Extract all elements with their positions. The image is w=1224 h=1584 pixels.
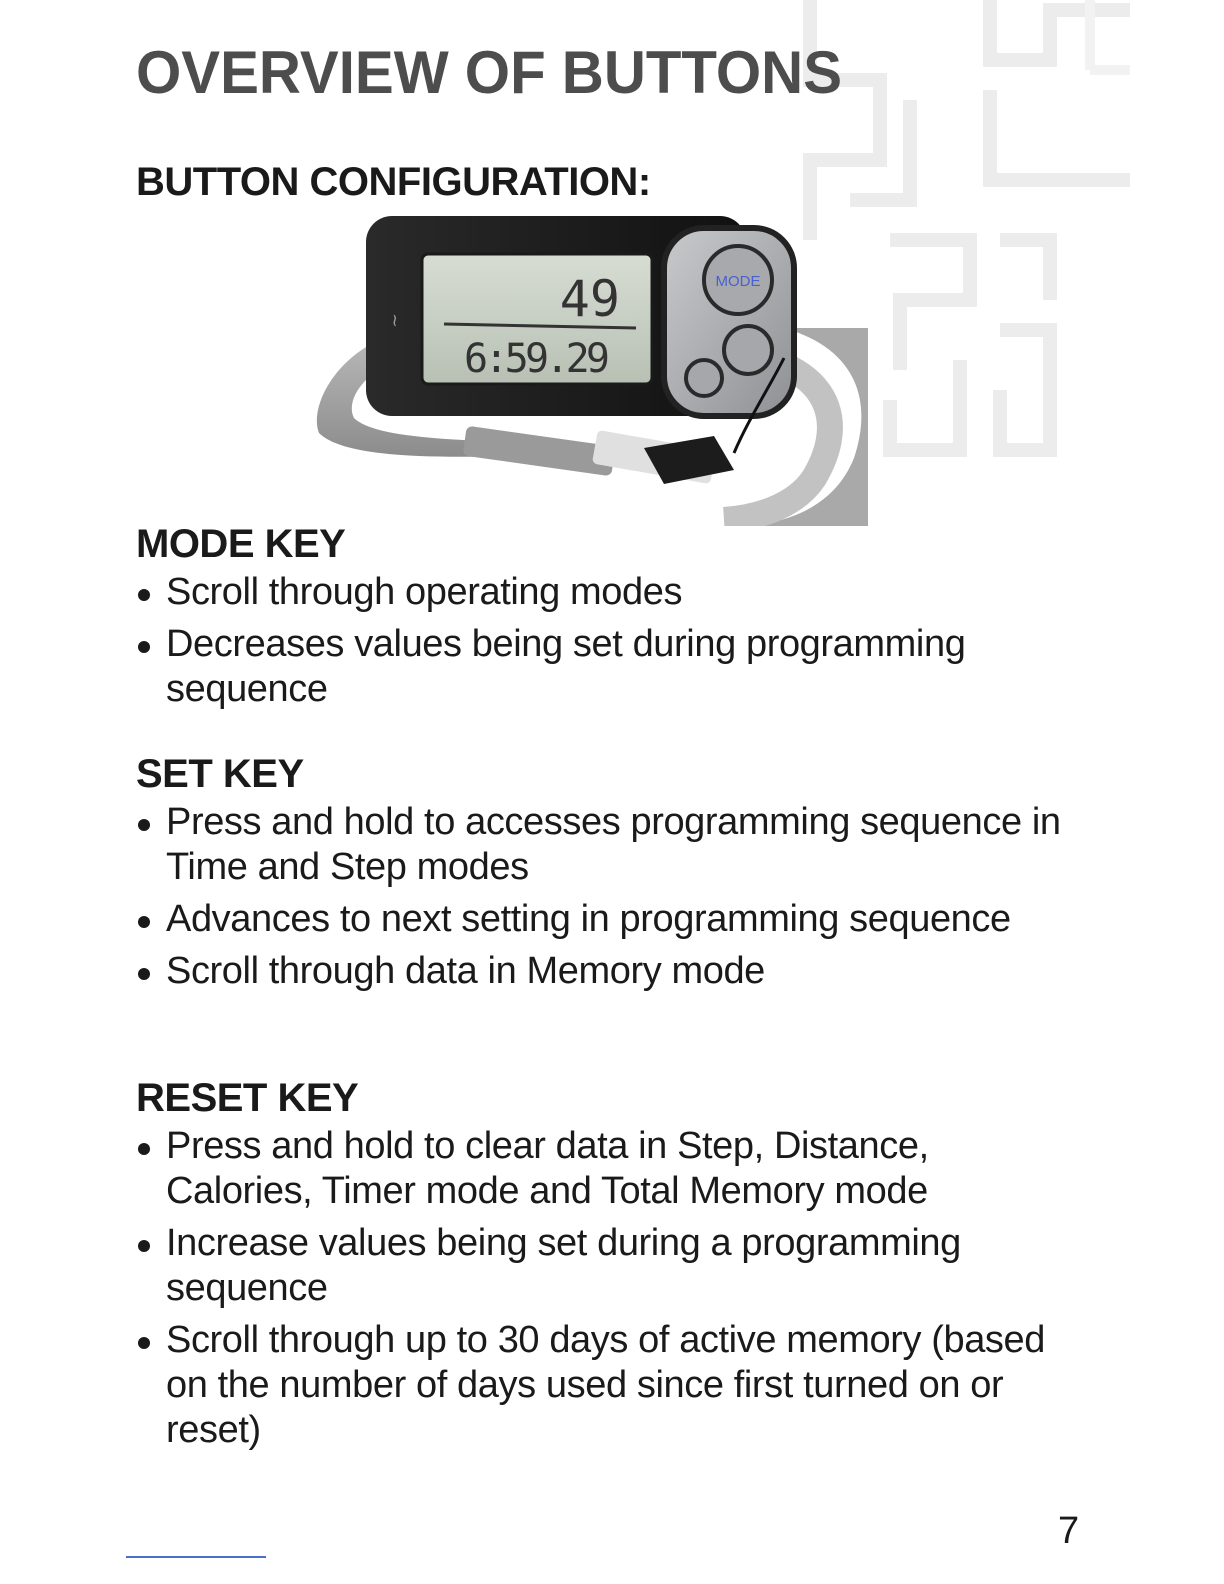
mode-key-section: MODE KEY Scroll through operating modes … [136, 520, 1076, 719]
bullet-icon [138, 589, 150, 601]
list-item: Scroll through data in Memory mode [136, 949, 1076, 994]
bullet-icon [138, 916, 150, 928]
bullet-icon [138, 819, 150, 831]
bullet-icon [138, 1240, 150, 1252]
background-pattern [803, 0, 1130, 457]
lcd-time-readout: 6:59.29 [464, 336, 610, 382]
set-key-button[interactable] [722, 324, 774, 376]
svg-text:~: ~ [384, 313, 405, 328]
list-item: Scroll through up to 30 days of active m… [136, 1318, 1076, 1453]
list-item: Advances to next setting in programming … [136, 897, 1076, 942]
bullet-icon [138, 968, 150, 980]
page-number: 7 [1058, 1510, 1080, 1552]
section-heading: RESET KEY [136, 1076, 359, 1120]
bullet-icon [138, 1143, 150, 1155]
section-heading: SET KEY [136, 752, 304, 796]
list-item: Decreases values being set during progra… [136, 622, 1076, 712]
section-heading: MODE KEY [136, 522, 346, 566]
set-key-section: SET KEY Press and hold to accesses progr… [136, 750, 1076, 1001]
list-item: Increase values being set during a progr… [136, 1221, 1076, 1311]
mode-key-label: MODE [716, 273, 761, 290]
reset-key-section: RESET KEY Press and hold to clear data i… [136, 1074, 1076, 1460]
mode-key-button[interactable] [702, 244, 774, 316]
bullet-icon [138, 641, 150, 653]
pedometer-image: 49 6:59.29 ~ MODE [316, 216, 868, 526]
page-title: OVERVIEW OF BUTTONS [136, 39, 843, 106]
footer-rule [126, 1556, 266, 1558]
list-item: Press and hold to accesses programming s… [136, 800, 1076, 890]
list-item: Press and hold to clear data in Step, Di… [136, 1124, 1076, 1214]
button-configuration-heading: BUTTON CONFIGURATION: [136, 160, 651, 204]
bullet-icon [138, 1337, 150, 1349]
lcd-step-readout: 49 [560, 270, 620, 328]
reset-key-button[interactable] [684, 358, 724, 398]
list-item: Scroll through operating modes [136, 570, 1076, 615]
